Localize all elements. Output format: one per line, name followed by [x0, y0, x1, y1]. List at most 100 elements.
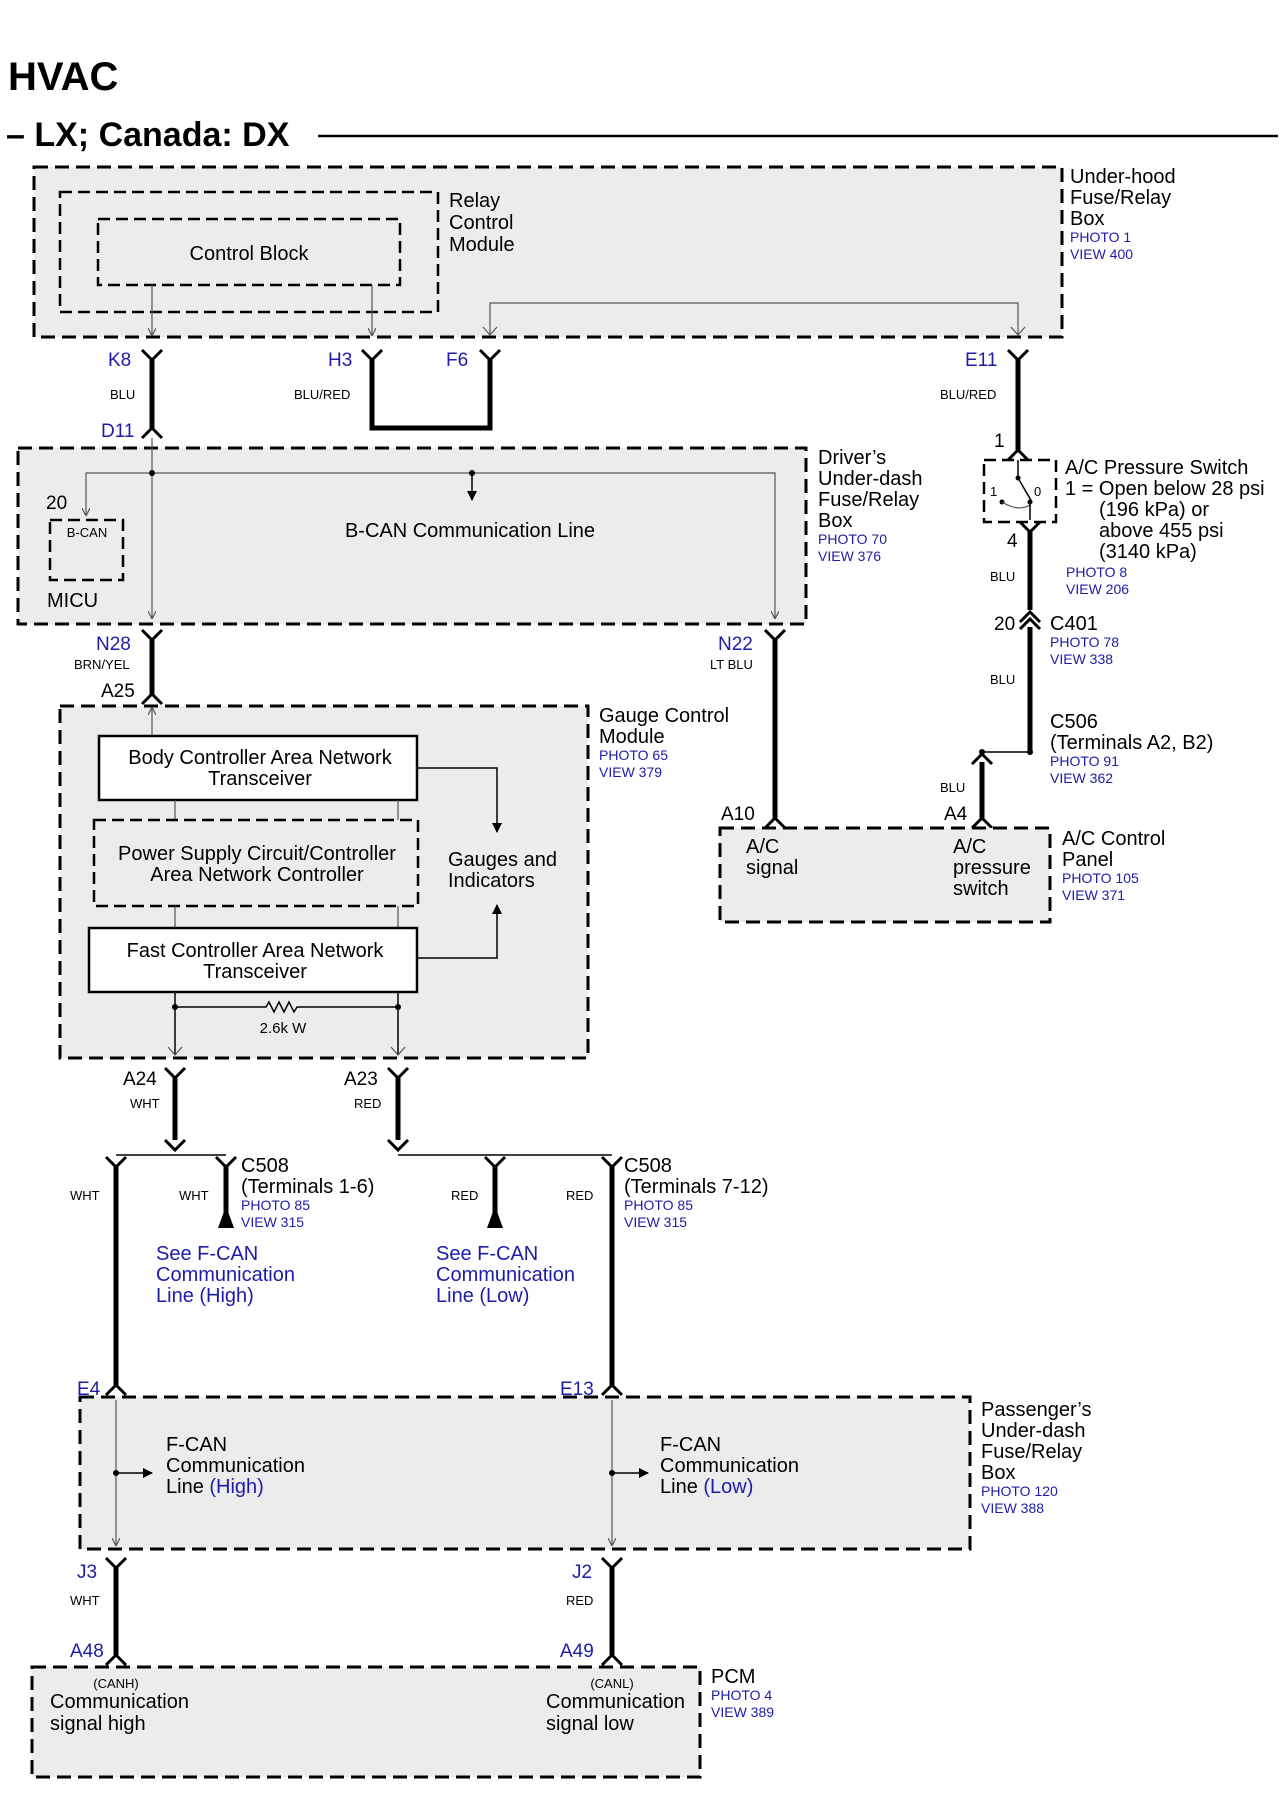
resistor-value: 2.6k W: [260, 1020, 308, 1037]
gauges-label-2: Indicators: [448, 870, 535, 892]
see-fcan-high-3[interactable]: Line (High): [156, 1285, 254, 1307]
gauge-module-view: VIEW 379: [599, 764, 662, 780]
fcan-high-tag: (High): [209, 1476, 263, 1498]
c506-photo: PHOTO 91: [1050, 753, 1119, 769]
pin-k8: K8: [108, 350, 131, 371]
drivers-label-2: Under-dash: [818, 468, 923, 490]
drivers-label-1: Driver’s: [818, 447, 886, 469]
see-fcan-low-3[interactable]: Line (Low): [436, 1285, 529, 1307]
pin-n28: N28: [96, 634, 131, 655]
wire-label-c401-blu: BLU: [990, 672, 1015, 687]
fast-can-label-1: Fast Controller Area Network: [127, 940, 385, 962]
lead-fast-gauges: [417, 904, 502, 959]
c508-right-label: C508: [624, 1155, 672, 1177]
drivers-view: VIEW 376: [818, 548, 881, 564]
connector-a23-split: [386, 1138, 410, 1153]
fast-can-transceiver-box: [87, 926, 419, 994]
pin-a25: A25: [101, 681, 135, 702]
lead-body-gauges: [417, 767, 502, 833]
see-fcan-low-1[interactable]: See F-CAN: [436, 1243, 538, 1265]
fcan-low-label-3: Line (Low): [660, 1476, 753, 1498]
ac-switch-note-1: 1 = Open below 28 psi: [1065, 478, 1265, 500]
fcan-low-tag: (Low): [703, 1476, 753, 1498]
drivers-fuse-relay-box: [16, 446, 808, 626]
pin-micu-20: 20: [46, 493, 67, 514]
c508-right-view: VIEW 315: [624, 1214, 687, 1230]
underhood-photo: PHOTO 1: [1070, 229, 1131, 245]
pcm-low-label-1: Communication: [546, 1691, 685, 1713]
fcan-high-label-3: Line (High): [166, 1476, 264, 1498]
lead-micu: [86, 472, 152, 515]
fast-can-label-2: Transceiver: [203, 961, 307, 983]
pin-a10: A10: [721, 804, 755, 825]
underhood-label-1: Under-hood: [1070, 166, 1176, 188]
ac-signal-label-2: signal: [746, 857, 798, 879]
pin-a23: A23: [344, 1069, 378, 1090]
passenger-view: VIEW 388: [981, 1500, 1044, 1516]
lead-f6-e11: [489, 302, 1019, 335]
connector-a49: [600, 1652, 624, 1667]
ac-switch-view: VIEW 206: [1066, 581, 1129, 597]
c401-photo: PHOTO 78: [1050, 634, 1119, 650]
pin-e11: E11: [965, 350, 997, 371]
control-block-label: Control Block: [190, 243, 310, 265]
wire-label-j3-wht: WHT: [70, 1593, 100, 1608]
stub-arrow-right: [487, 1206, 503, 1228]
arrow-a23: [390, 1046, 406, 1056]
relay-module-label-1: Relay: [449, 190, 500, 212]
connector-a24-split: [163, 1138, 187, 1153]
pin-a49: A49: [560, 1641, 594, 1662]
see-fcan-high-1[interactable]: See F-CAN: [156, 1243, 258, 1265]
pin-f6: F6: [446, 350, 468, 371]
power-label-1: Power Supply Circuit/Controller: [118, 843, 396, 865]
c401-label: C401: [1050, 613, 1098, 635]
wire-label-blu: BLU: [110, 387, 135, 402]
connector-e4: [104, 1382, 128, 1397]
relay-module-label-3: Module: [449, 234, 515, 256]
pin-e13: E13: [560, 1379, 594, 1400]
ac-psw-label-3: switch: [953, 878, 1009, 900]
see-fcan-low-2[interactable]: Communication: [436, 1264, 575, 1286]
arrow-a24: [167, 1046, 183, 1056]
wire-label-c506-blu: BLU: [940, 780, 965, 795]
drivers-label-3: Fuse/Relay: [818, 489, 919, 511]
c506-dot-1: [1027, 749, 1033, 755]
underhood-fuse-relay-box: [32, 165, 1064, 339]
pin-a4: A4: [944, 804, 968, 825]
wire-label-lt-blu: LT BLU: [710, 657, 753, 672]
ac-switch-note-4: (3140 kPa): [1099, 541, 1197, 563]
gauge-module-photo: PHOTO 65: [599, 747, 668, 763]
switch-pos-0: 0: [1034, 484, 1041, 499]
connector-e13: [600, 1382, 624, 1397]
arrow-f6: [482, 326, 498, 336]
see-fcan-high-2[interactable]: Communication: [156, 1264, 295, 1286]
stub-arrow-left: [218, 1206, 234, 1228]
passenger-label-4: Box: [981, 1462, 1015, 1484]
c506-label: C506: [1050, 711, 1098, 733]
connector-switch-1: [1006, 447, 1030, 462]
drivers-photo: PHOTO 70: [818, 531, 887, 547]
c508-left-label: C508: [241, 1155, 289, 1177]
pcm-box: [30, 1665, 702, 1779]
pcm-high-label-1: Communication: [50, 1691, 189, 1713]
fcan-high-label-2: Communication: [166, 1455, 305, 1477]
c506-terms: (Terminals A2, B2): [1050, 732, 1213, 754]
page-subtitle: – LX; Canada: DX: [6, 116, 290, 154]
c506-view: VIEW 362: [1050, 770, 1113, 786]
micu-label: MICU: [47, 590, 98, 612]
wire-label-c508-red-2: RED: [566, 1188, 593, 1203]
page-title: HVAC: [8, 55, 118, 99]
ac-switch-photo: PHOTO 8: [1066, 564, 1127, 580]
switch-curve: [1001, 501, 1031, 509]
ac-switch-note-3: above 455 psi: [1099, 520, 1224, 542]
underhood-view: VIEW 400: [1070, 246, 1133, 262]
c508-left-view: VIEW 315: [241, 1214, 304, 1230]
wire-label-brn-yel: BRN/YEL: [74, 657, 130, 672]
passenger-fuse-relay-box: [78, 1395, 972, 1551]
c508-left-terms: (Terminals 1-6): [241, 1176, 374, 1198]
switch-arm: [1017, 477, 1033, 503]
power-supply-circuit-box: [92, 818, 420, 908]
gauges-label-1: Gauges and: [448, 849, 557, 871]
relay-module-label-2: Control: [449, 212, 513, 234]
fcan-low-label-1: F-CAN: [660, 1434, 721, 1456]
